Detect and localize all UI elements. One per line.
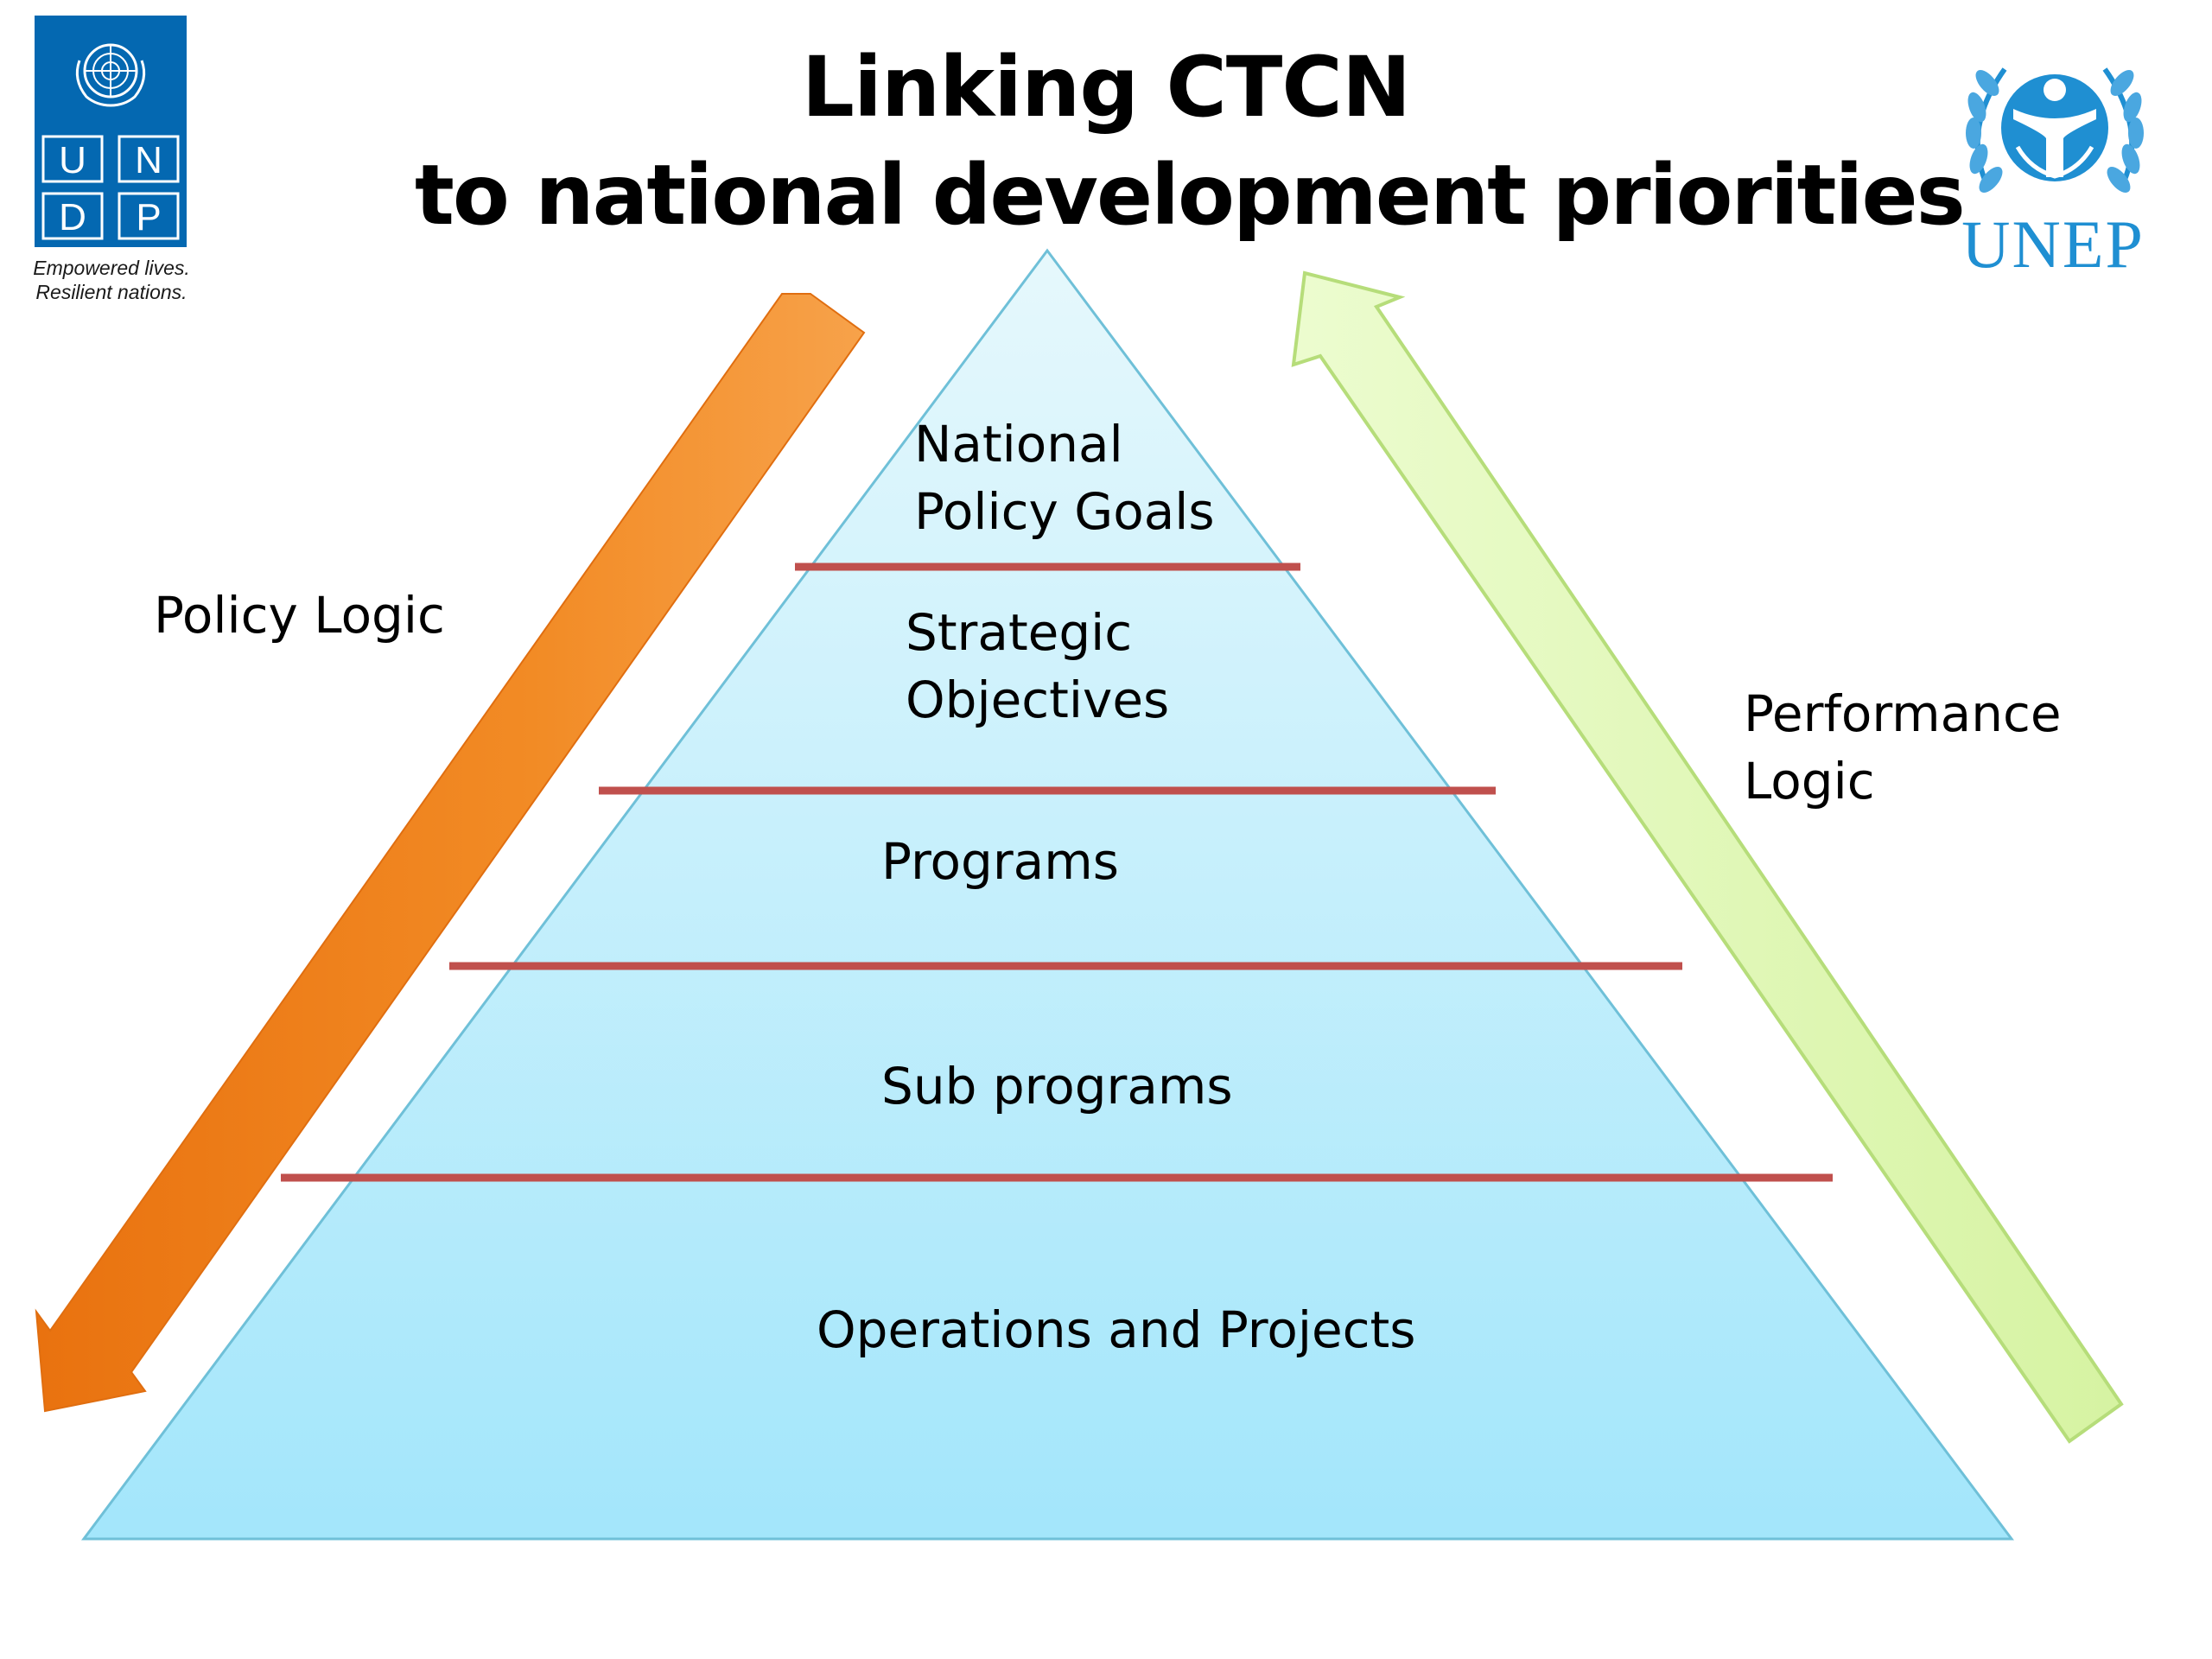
unep-logo-text: UNEP: [1961, 207, 2145, 282]
page-title-line-1: Linking CTCN: [801, 39, 1411, 136]
tier-label-sub-programs: Sub programs: [881, 1052, 1233, 1120]
unep-emblem-icon: [1966, 67, 2144, 193]
tier-5-line-1: Operations and Projects: [817, 1300, 1416, 1359]
undp-tagline-line-1: Empowered lives.: [33, 257, 190, 279]
performance-logic-arrow: [1291, 270, 2124, 1444]
policy-logic-label: Policy Logic: [154, 586, 445, 645]
tier-label-operations-and-projects: Operations and Projects: [817, 1296, 1416, 1363]
page-title-line-2: to national development priorities: [415, 147, 1966, 244]
tier-label-national-policy-goals: National Policy Goals: [914, 410, 1215, 545]
tier-2-line-1: Strategic: [906, 603, 1133, 662]
un-emblem-icon: [75, 43, 146, 107]
tier-label-programs: Programs: [881, 828, 1119, 895]
performance-logic-label: Performance Logic: [1744, 680, 2062, 815]
tier-3-line-1: Programs: [881, 832, 1119, 891]
policy-logic-arrow: [35, 293, 866, 1413]
tier-4-line-1: Sub programs: [881, 1057, 1233, 1116]
tier-label-strategic-objectives: Strategic Objectives: [906, 599, 1169, 734]
undp-tagline: Empowered lives. Resilient nations.: [12, 256, 211, 304]
performance-logic-line-1: Performance: [1744, 684, 2062, 743]
undp-letter-n: N: [135, 139, 162, 181]
tier-1-line-2: Policy Goals: [914, 482, 1215, 541]
tier-2-line-2: Objectives: [906, 671, 1170, 729]
undp-letter-p: P: [136, 196, 161, 238]
pyramid: [81, 248, 2014, 1541]
undp-letter-d: D: [59, 196, 86, 238]
undp-tagline-line-2: Resilient nations.: [35, 281, 188, 303]
undp-letter-u: U: [59, 139, 86, 181]
performance-logic-line-2: Logic: [1744, 752, 1875, 810]
tier-1-line-1: National: [914, 415, 1123, 474]
undp-logo: U N D P: [35, 16, 187, 247]
